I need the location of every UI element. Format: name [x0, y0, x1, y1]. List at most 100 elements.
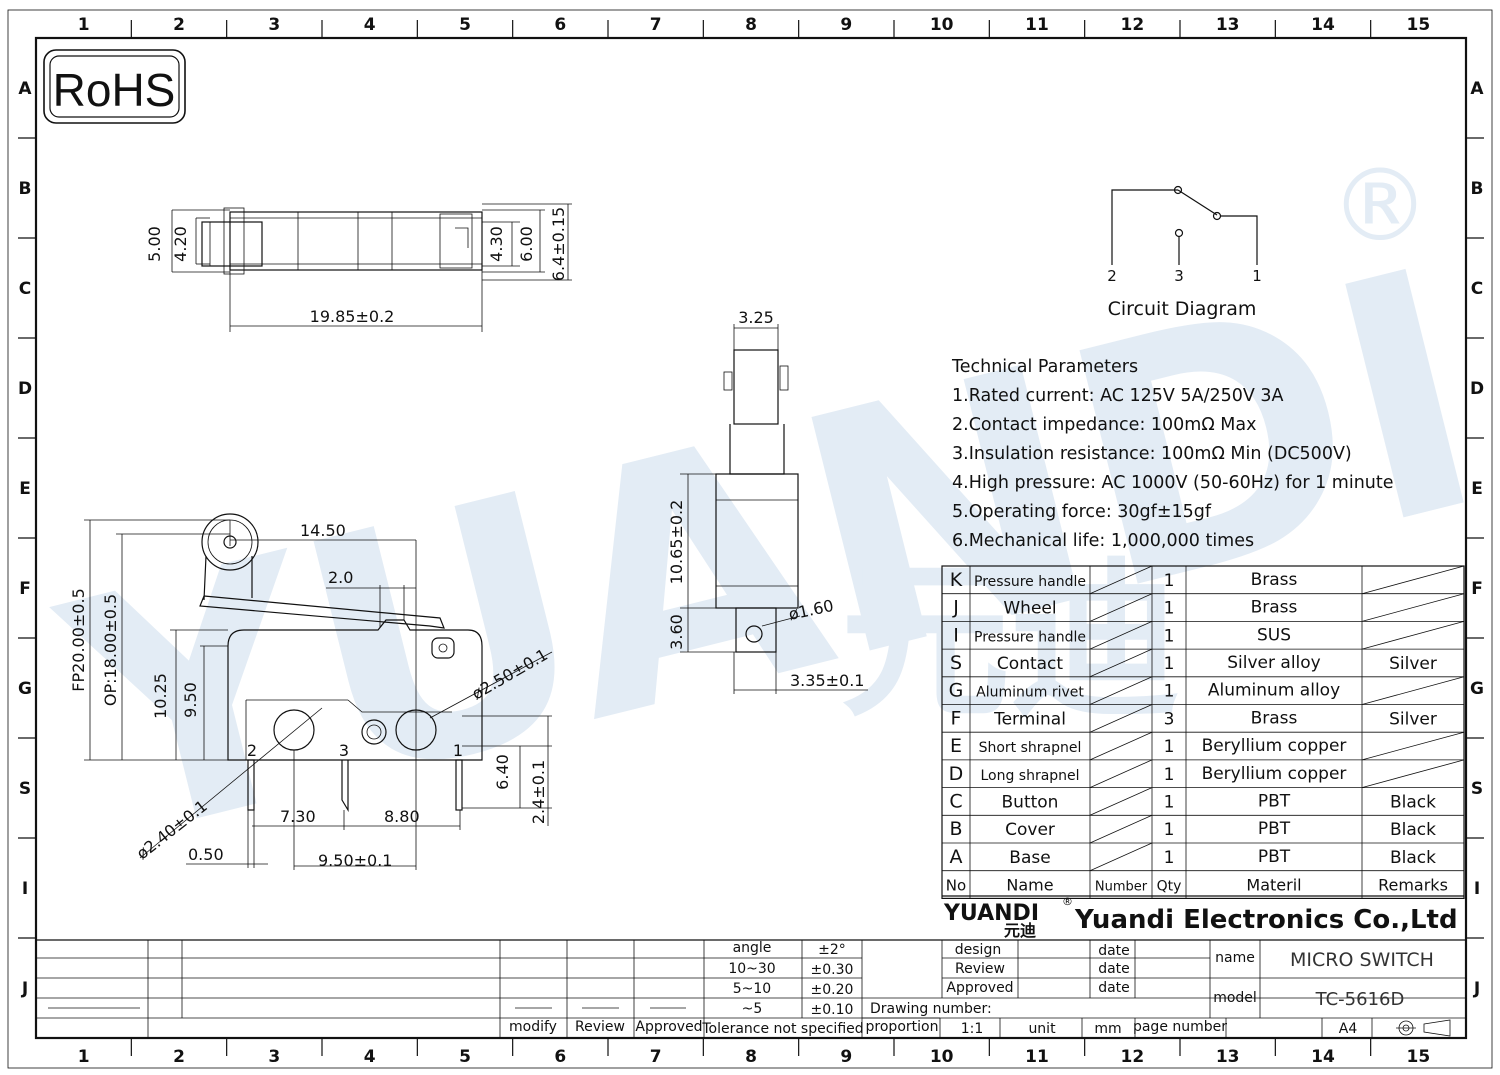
column-label-bottom: 2 [173, 1047, 185, 1067]
dim-text: 6.00 [517, 226, 536, 262]
bom-name: Cover [1005, 820, 1055, 840]
row-label-left: I [22, 879, 28, 899]
row-label-right: I [1474, 879, 1480, 899]
dim-text: 4.30 [487, 226, 506, 262]
bom-name: Short shrapnel [979, 740, 1082, 756]
dim-text: 2.4±0.1 [529, 760, 548, 824]
bom-name: Aluminum rivet [976, 685, 1084, 701]
rohs-badge: RoHS [43, 49, 186, 124]
dim-text: 7.30 [280, 807, 316, 826]
bom-number-slash [1089, 759, 1153, 788]
bom-header-cell: Name [1006, 876, 1053, 895]
bom-remarks: Silver [1389, 654, 1437, 674]
bom-qty: 1 [1164, 820, 1175, 840]
row-label-left: C [19, 279, 31, 299]
bom-header-cell: Qty [1157, 879, 1182, 895]
dim-text: 10.65±0.2 [667, 500, 686, 585]
bom-remarks: Black [1390, 820, 1436, 840]
technical-line: 1.Rated current: AC 125V 5A/250V 3A [952, 386, 1284, 406]
pin-label: 3 [339, 741, 349, 760]
column-label-top: 14 [1311, 15, 1335, 35]
technical-line: 4.High pressure: AC 1000V (50-60Hz) for … [952, 473, 1394, 493]
pin-label: 1 [453, 741, 463, 760]
technical-line: 6.Mechanical life: 1,000,000 times [952, 531, 1254, 551]
bom-number-slash [1089, 787, 1153, 816]
bom-number-slash [1089, 731, 1153, 761]
bom-material: Silver alloy [1227, 653, 1320, 673]
tolerance-range: 10~30 [728, 961, 775, 977]
bom-material: SUS [1257, 625, 1291, 645]
bom-remarks: Silver [1389, 709, 1437, 729]
column-label-top: 7 [650, 15, 662, 35]
bom-number-slash [1089, 704, 1153, 733]
column-label-bottom: 8 [745, 1047, 757, 1067]
bom-material: Beryllium copper [1202, 764, 1347, 784]
column-label-top: 10 [930, 15, 954, 35]
bom-qty: 1 [1164, 765, 1175, 785]
technical-title: Technical Parameters [951, 357, 1138, 377]
bom-material: Brass [1251, 708, 1298, 728]
column-label-top: 15 [1406, 15, 1430, 35]
bom-qty: 1 [1164, 571, 1175, 591]
dim-text: 10.25 [151, 673, 170, 719]
bom-header-cell: No [946, 877, 966, 895]
column-label-top: 5 [459, 15, 471, 35]
approved-label: Approved [946, 980, 1013, 996]
bom-material: PBT [1258, 819, 1291, 839]
column-label-bottom: 3 [268, 1047, 280, 1067]
top-view: 5.00 4.20 4.30 6.00 6.4±0.15 19.85±0.2 [145, 203, 572, 332]
technical-line: 5.Operating force: 30gf±15gf [952, 502, 1212, 522]
dim-text: 5.00 [145, 226, 164, 262]
row-label-right: G [1470, 679, 1484, 699]
bom-name: Button [1002, 792, 1059, 812]
watermark-registered: ® [1330, 147, 1430, 264]
bom-remarks-slash [1361, 621, 1465, 650]
bom-header-cell: Materil [1246, 876, 1301, 895]
company-logo-registered: ® [1062, 895, 1073, 908]
bom-qty: 1 [1164, 737, 1175, 757]
modify-label: modify [509, 1019, 557, 1035]
dim-text: 3.60 [667, 614, 686, 650]
column-label-top: 9 [840, 15, 852, 35]
bom-material: Beryllium copper [1202, 736, 1347, 756]
row-label-left: S [19, 779, 31, 799]
technical-parameters: Technical Parameters 1.Rated current: AC… [951, 357, 1394, 551]
dim-text: 8.80 [384, 807, 420, 826]
column-label-bottom: 9 [840, 1047, 852, 1067]
review-label: Review [955, 961, 1005, 977]
column-label-top: 6 [554, 15, 566, 35]
dim-text: 4.20 [171, 226, 190, 262]
bom-remarks-slash [1361, 593, 1465, 622]
review-label: Review [575, 1019, 625, 1035]
dim-text: OP:18.00±0.5 [101, 594, 120, 706]
bom-qty: 1 [1164, 599, 1175, 619]
technical-line: 3.Insulation resistance: 100mΩ Min (DC50… [952, 444, 1352, 464]
row-label-right: C [1471, 279, 1483, 299]
bom-remarks-slash [1361, 676, 1465, 705]
bom-material: Aluminum alloy [1208, 681, 1340, 701]
bom-qty: 1 [1164, 848, 1175, 868]
bom-no: C [949, 790, 962, 812]
column-label-bottom: 6 [554, 1047, 566, 1067]
watermark-cn: 元迪 [840, 543, 1180, 741]
dim-text: 2.0 [328, 568, 353, 587]
name-label: name [1215, 950, 1255, 966]
bom-name: Contact [997, 654, 1063, 674]
row-label-left: G [18, 679, 32, 699]
row-label-left: J [21, 979, 28, 999]
bom-number-slash [1089, 593, 1153, 622]
column-label-bottom: 13 [1216, 1047, 1240, 1067]
row-label-right: F [1471, 579, 1483, 599]
bom-no: J [952, 597, 959, 619]
row-label-right: J [1473, 979, 1480, 999]
column-label-top: 1 [78, 15, 90, 35]
row-label-right: S [1471, 779, 1483, 799]
